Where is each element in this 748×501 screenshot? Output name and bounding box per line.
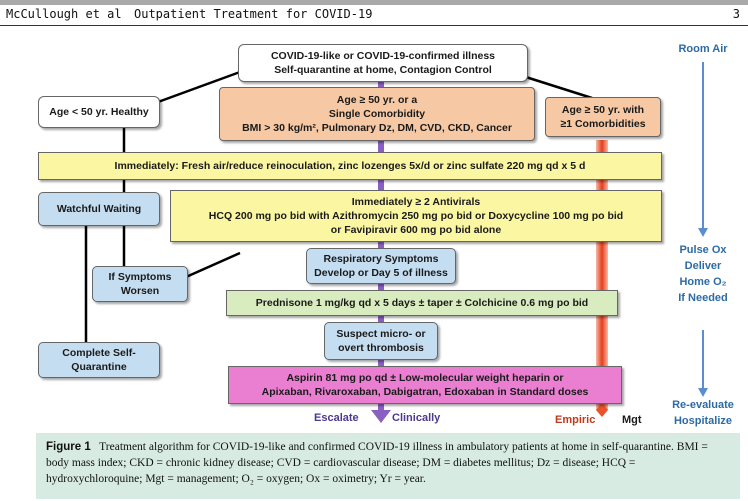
watchful-waiting-box: Watchful Waiting bbox=[38, 192, 160, 226]
respiratory-symptoms-box: Respiratory Symptoms Develop or Day 5 of… bbox=[306, 248, 456, 284]
age-single-comorbidity-box: Age ≥ 50 yr. or a Single Comorbidity BMI… bbox=[219, 87, 535, 141]
clinically-label: Clinically bbox=[392, 412, 441, 424]
reevaluate-label: Re-evaluate Hospitalize bbox=[672, 399, 734, 427]
thrombosis-box: Suspect micro- or overt thrombosis bbox=[324, 322, 438, 360]
header-title: Outpatient Treatment for COVID-19 bbox=[134, 7, 373, 21]
pulse-ox-label: Pulse Ox Deliver Home O₂ If Needed bbox=[678, 244, 728, 304]
page-header: McCullough et al Outpatient Treatment fo… bbox=[0, 5, 748, 26]
escalate-label: Escalate bbox=[314, 412, 359, 424]
escalate-spine bbox=[378, 80, 384, 410]
top-bar bbox=[0, 0, 748, 5]
empiric-label: Empiric bbox=[555, 414, 596, 426]
room-air-label: Room Air bbox=[678, 43, 728, 55]
header-authors: McCullough et al bbox=[6, 7, 122, 21]
prednisone-box: Prednisone 1 mg/kg qd x 5 days ± taper ±… bbox=[226, 290, 618, 316]
figure-caption: Figure 1 Treatment algorithm for COVID-1… bbox=[36, 433, 740, 499]
age-under-50-box: Age < 50 yr. Healthy bbox=[38, 96, 160, 128]
if-symptoms-worsen-box: If Symptoms Worsen bbox=[92, 266, 188, 302]
complete-quarantine-box: Complete Self- Quarantine bbox=[38, 342, 160, 378]
figure-label: Figure 1 bbox=[46, 441, 91, 453]
escalate-arrowhead bbox=[371, 410, 391, 423]
caption-text: Treatment algorithm for COVID-19-like an… bbox=[46, 441, 708, 485]
page-number: 3 bbox=[732, 7, 740, 21]
illness-box: COVID-19-like or COVID-19-confirmed illn… bbox=[238, 44, 528, 82]
immediately-box: Immediately: Fresh air/reduce reinoculat… bbox=[38, 152, 662, 180]
aspirin-box: Aspirin 81 mg po qd ± Low-molecular weig… bbox=[228, 366, 622, 404]
age-multiple-comorbidities-box: Age ≥ 50 yr. with ≥1 Comorbidities bbox=[545, 97, 661, 137]
mgt-label: Mgt bbox=[622, 414, 642, 426]
empiric-arrowhead bbox=[596, 403, 608, 417]
antivirals-box: Immediately ≥ 2 Antivirals HCQ 200 mg po… bbox=[170, 190, 662, 242]
